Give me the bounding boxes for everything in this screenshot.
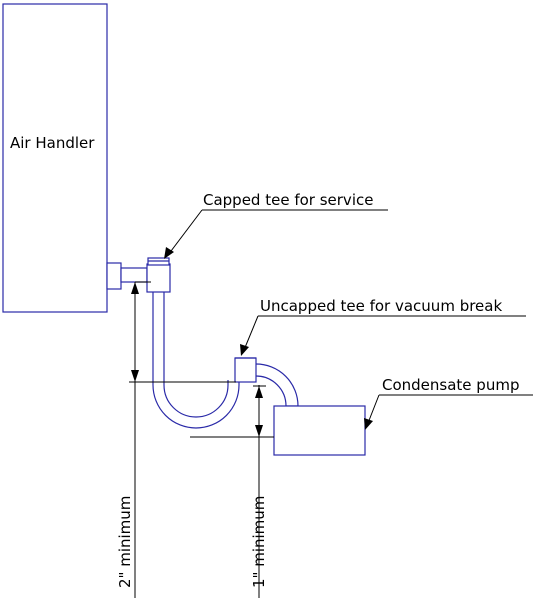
trap-pipe-outer: [152, 292, 240, 429]
capped-tee: [146, 257, 171, 293]
dimension-one-inch-label: 1" minimum: [250, 496, 268, 588]
capped-tee-body: [146, 263, 171, 293]
callout-uncapped-tee-label: Uncapped tee for vacuum break: [260, 297, 502, 315]
air-handler: Air Handler: [2, 3, 108, 313]
callout-capped-tee-leader: [167, 209, 203, 256]
dimension-one-inch: 1" minimum: [190, 385, 274, 598]
pump-inlet-pipe-outer: [255, 363, 299, 407]
dimension-two-inch: 2" minimum: [116, 281, 236, 598]
pump-inlet-pipe: [255, 363, 299, 407]
pump-inlet-pipe-inner: [255, 375, 287, 407]
trap-pipe: [152, 292, 240, 429]
condensate-pump-box: [273, 405, 366, 456]
dimension-two-inch-arrow-bottom: [131, 370, 139, 382]
callout-uncapped-tee-arrow: [240, 344, 249, 356]
callout-condensate-pump-label: Condensate pump: [382, 376, 519, 394]
drain-stub-fitting: [106, 262, 122, 290]
uncapped-tee-body: [234, 357, 257, 383]
air-handler-label: Air Handler: [10, 134, 95, 152]
trap-pipe-inner: [163, 292, 229, 418]
callout-condensate-pump-leader: [367, 394, 380, 424]
callout-capped-tee-label: Capped tee for service: [203, 191, 373, 209]
callout-uncapped-tee: Uncapped tee for vacuum break: [240, 297, 526, 356]
callout-capped-tee: Capped tee for service: [164, 191, 388, 259]
callout-uncapped-tee-leader: [243, 315, 259, 351]
air-handler-box: [2, 3, 108, 313]
dimension-two-inch-label: 2" minimum: [116, 496, 134, 588]
callout-condensate-pump-arrow: [364, 418, 373, 430]
callout-capped-tee-arrow: [164, 247, 174, 259]
drain-stub-pipe: [120, 267, 148, 283]
dimension-one-inch-arrow-bottom: [255, 425, 263, 437]
dimension-one-inch-arrow-top: [255, 386, 263, 398]
callout-condensate-pump: Condensate pump: [364, 376, 533, 430]
uncapped-tee: [234, 357, 257, 383]
drain-stub: [106, 262, 148, 290]
condensate-pump: [273, 405, 366, 456]
dimension-two-inch-arrow-top: [131, 282, 139, 294]
